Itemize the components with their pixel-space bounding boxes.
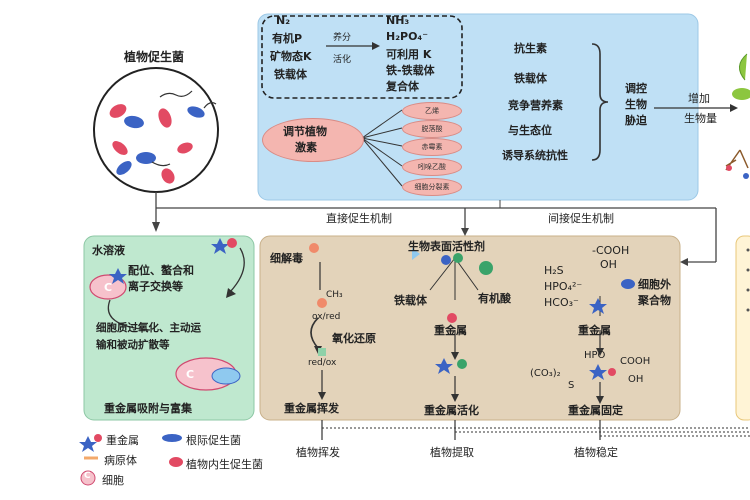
legend-endo-label: 植物内生促生菌 (186, 458, 263, 471)
hormone-pill-cytokinin: 细胞分裂素 (402, 178, 462, 196)
avail-k-text: 可利用 K (386, 48, 432, 61)
legend-rhizo-label: 根际促生菌 (186, 434, 241, 447)
h2po4-text: H₂PO₄⁻ (386, 30, 429, 43)
mineral-k-text: 矿物态K (270, 50, 312, 63)
surfactant-label: 生物表面活性剂 (408, 240, 485, 253)
coord-line2: 离子交换等 (128, 280, 183, 293)
co3-label: (CO₃)₂ (530, 368, 561, 379)
cell-c1-label: C (104, 281, 113, 294)
solution-label: 水溶液 (92, 244, 125, 257)
coord-line1: 配位、螯合和 (128, 264, 194, 277)
s-label: S (568, 380, 575, 391)
hormone-line2: 激素 (295, 141, 317, 154)
transformation-panel (259, 235, 681, 421)
hpo4-label: HPO₄²⁻ (544, 280, 583, 293)
hormone-pill-ethylene: 乙烯 (402, 102, 462, 120)
nutrient-dashed-box (261, 15, 463, 99)
indirect-item-isr: 诱导系统抗性 (502, 149, 568, 162)
phytoextraction-label: 植物提取 (430, 446, 474, 459)
indirect-item-siderophore: 铁载体 (514, 72, 547, 85)
process1-text: 养分 (333, 33, 352, 43)
pgpr-circle (93, 67, 219, 193)
hormone-line1: 调节植物 (283, 125, 327, 138)
hormone-ellipse (262, 118, 364, 162)
direct-mechanism-panel (257, 13, 699, 201)
process2-text: 活化 (333, 55, 352, 65)
cooh2-label: COOH (620, 356, 651, 367)
pgpr-title: 植物促生菌 (124, 50, 185, 64)
activation-label: 重金属活化 (424, 404, 479, 417)
phytostabilization-label: 植物稳定 (574, 446, 618, 459)
organic-p-text: 有机P (272, 32, 303, 45)
volatilization-label: 重金属挥发 (284, 402, 339, 415)
eps-line1: 细胞外 (638, 278, 671, 291)
cell-c2-label: C (186, 368, 195, 381)
hm2-label: 重金属 (578, 324, 611, 337)
regulate-2: 生物 (625, 98, 647, 111)
indirect-item-competition: 竞争营养素 (508, 99, 563, 112)
fe-siderophore-label: 铁载体 (394, 294, 427, 307)
phytovolatilization-label: 植物挥发 (296, 446, 340, 459)
increase-2: 生物量 (684, 112, 717, 125)
legend-cell-c: C (84, 471, 91, 481)
right-edge-panel (735, 235, 750, 421)
cell-line2: 输和被动扩散等 (96, 339, 170, 351)
indirect-item-niche: 与生态位 (508, 124, 552, 137)
increase-1: 增加 (688, 92, 710, 105)
legend-cell-label: 细胞 (102, 474, 124, 487)
indirect-mechanism-label: 间接促生机制 (548, 212, 614, 225)
oh2-label: OH (628, 374, 644, 385)
eps-line2: 聚合物 (638, 294, 671, 307)
legend-hm-label: 重金属 (106, 434, 139, 447)
regulate-1: 调控 (625, 82, 647, 95)
hpo-label: HPO (584, 350, 606, 361)
n2-text: N₂ (276, 14, 291, 27)
hm1-label: 重金属 (434, 324, 467, 337)
redox-label: 氧化还原 (332, 332, 376, 345)
direct-mechanism-label: 直接促生机制 (326, 212, 392, 225)
hormone-pill-ga: 赤霉素 (402, 138, 462, 156)
adsorption-title: 重金属吸附与富集 (104, 402, 192, 415)
h2s-label: H₂S (544, 264, 564, 277)
hormone-pill-aba: 脱落酸 (402, 120, 462, 138)
fixation-label: 重金属固定 (568, 404, 623, 417)
cooh-label: -COOH (592, 244, 630, 257)
indirect-item-antibiotic: 抗生素 (514, 42, 547, 55)
legend-hm-icon (79, 436, 97, 452)
oh-label: OH (600, 258, 617, 271)
siderophore-text: 铁载体 (274, 68, 307, 81)
lysis-label: 细解毒 (270, 252, 303, 265)
cell-c1 (89, 274, 127, 300)
legend-pathogen-label: 病原体 (104, 454, 137, 467)
nh3-text: NH₃ (386, 14, 410, 27)
regulate-3: 胁迫 (625, 114, 647, 127)
redox2-label: red/ox (308, 358, 337, 368)
hco3-label: HCO₃⁻ (544, 296, 579, 309)
cell-line1: 细胞质过氧化、主动运 (96, 322, 201, 334)
hormone-pill-iaa: 吲哚乙酸 (402, 158, 462, 176)
complex-text: 复合体 (386, 80, 419, 93)
oxred-label: ox/red (312, 312, 341, 322)
ch3-label: CH₃ (326, 290, 343, 300)
organic-acid-label: 有机酸 (478, 292, 511, 305)
fe-complex-text: 铁-铁载体 (386, 64, 435, 77)
